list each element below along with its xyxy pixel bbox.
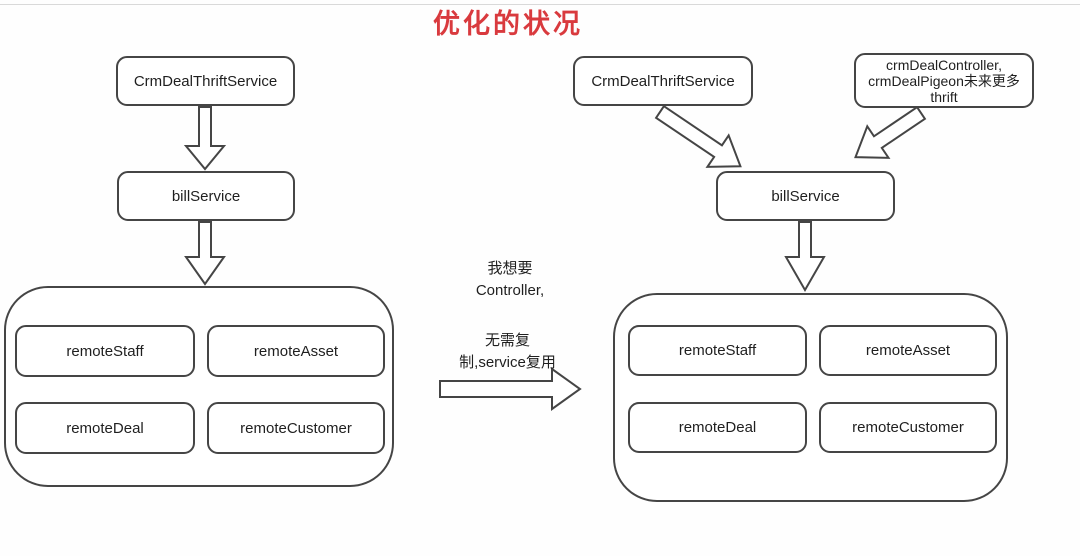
- right-remote-deal-box: remoteDeal: [628, 402, 807, 453]
- left-crm-deal-thrift-service-box: CrmDealThriftService: [116, 56, 295, 106]
- right-remote-asset-box: remoteAsset: [819, 325, 997, 376]
- left-remote-asset-label: remoteAsset: [253, 342, 339, 360]
- note-want-line-2: Controller,: [475, 282, 545, 299]
- right-bill-service-label: billService: [771, 187, 840, 205]
- right-remote-customer-label: remoteCustomer: [852, 419, 964, 436]
- right-remote-staff-label: remoteStaff: [678, 342, 757, 359]
- left-remote-deal-box: remoteDeal: [15, 402, 195, 454]
- left-services-container: remoteStaff remoteAsset remoteDeal remot…: [4, 286, 394, 487]
- right-crm-deal-thrift-service-box: CrmDealThriftService: [573, 56, 753, 106]
- right-crm-deal-controller-box: crmDealController, crmDealPigeon未来更多 thr…: [854, 53, 1034, 108]
- down-arrow-connector-left-top: [183, 106, 227, 171]
- controller-box-line-3: thrift: [930, 88, 958, 105]
- left-remote-asset-box: remoteAsset: [207, 325, 385, 377]
- controller-box-line-1: crmDealController,: [886, 56, 1002, 73]
- down-arrow-connector-right: [784, 221, 826, 293]
- right-crm-deal-thrift-service-label: CrmDealThriftService: [591, 72, 735, 90]
- note-service-reuse: 无需复 制,service复用: [425, 330, 590, 374]
- right-services-container: remoteStaff remoteAsset remoteDeal remot…: [613, 293, 1008, 502]
- left-remote-deal-label: remoteDeal: [66, 419, 144, 437]
- right-remote-customer-box: remoteCustomer: [819, 402, 997, 453]
- top-divider-line: [0, 4, 1080, 5]
- left-remote-staff-box: remoteStaff: [15, 325, 195, 377]
- left-crm-deal-thrift-service-label: CrmDealThriftService: [133, 72, 278, 90]
- right-remote-deal-label: remoteDeal: [678, 419, 757, 436]
- note-reuse-line-1: 无需复: [484, 332, 530, 349]
- note-reuse-line-2: 制,service复用: [459, 354, 556, 371]
- page-title: 优化的状况: [433, 9, 583, 39]
- note-want-controller: 我想要 Controller,: [430, 258, 590, 302]
- left-remote-staff-label: remoteStaff: [66, 342, 144, 360]
- right-remote-staff-box: remoteStaff: [628, 325, 807, 376]
- note-want-line-1: 我想要: [487, 260, 533, 277]
- down-arrow-connector-left-bottom: [184, 221, 226, 286]
- left-remote-customer-label: remoteCustomer: [240, 419, 352, 437]
- left-bill-service-box: billService: [117, 171, 295, 221]
- right-remote-asset-label: remoteAsset: [865, 342, 951, 359]
- diagonal-arrow-from-controller-box: [854, 105, 927, 159]
- right-bill-service-box: billService: [716, 171, 895, 221]
- controller-box-line-2: crmDealPigeon未来更多: [868, 72, 1020, 89]
- left-remote-customer-box: remoteCustomer: [207, 402, 385, 454]
- diagonal-arrow-from-thrift-service: [654, 104, 742, 168]
- left-bill-service-label: billService: [171, 187, 241, 205]
- right-arrow-connector-middle: [439, 367, 582, 411]
